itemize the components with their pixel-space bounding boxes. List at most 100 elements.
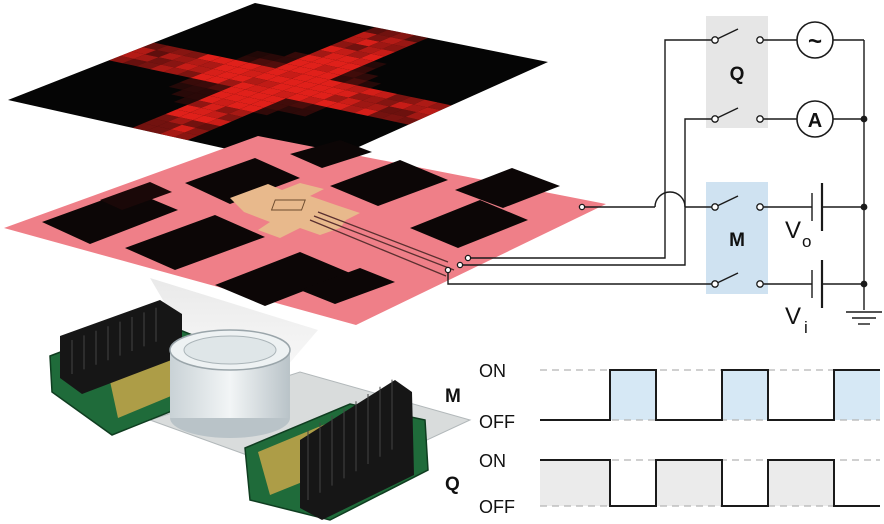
heatmap-pixel	[259, 53, 285, 61]
heatmap-pixel	[220, 86, 246, 95]
heatmap-pixel	[179, 112, 204, 121]
heatmap-pixel	[299, 96, 325, 105]
heatmap-pixel	[286, 93, 311, 102]
m-on-pulse	[610, 370, 656, 420]
heatmap-pixel	[413, 99, 438, 108]
heatmap-pixel	[294, 81, 319, 90]
heatmap-pixel	[172, 55, 197, 64]
heatmap-pixel	[198, 95, 224, 104]
heatmap-pixel	[210, 56, 236, 65]
heatmap-pixel	[196, 54, 222, 62]
fluid-well	[169, 329, 291, 438]
heatmap-pixel	[318, 79, 344, 88]
heatmap-pixel	[371, 49, 396, 57]
heatmap-pixel	[286, 59, 312, 67]
heatmap-pixel	[349, 58, 374, 66]
heatmap-pixel	[201, 68, 227, 77]
heatmap-pixel	[173, 132, 199, 141]
heatmap-pixel	[253, 72, 279, 81]
ac-source-symbol: ~	[808, 28, 822, 55]
heatmap-pixel	[329, 75, 355, 83]
q-switch-box	[706, 16, 768, 128]
heatmap-pixel	[228, 109, 254, 117]
heatmap-pixel	[373, 91, 398, 99]
heatmap-pixel	[332, 82, 357, 91]
heatmap-pixel	[364, 103, 390, 112]
heatmap-pixel	[212, 64, 238, 72]
heatmap-pixel	[253, 107, 278, 116]
heatmap-pixel	[344, 43, 369, 51]
heatmap-pixel	[326, 102, 352, 111]
electrode-pads	[42, 140, 560, 306]
heatmap-pixel	[143, 118, 169, 127]
heatmap-pixel	[389, 101, 414, 110]
heatmap-pixel	[381, 114, 406, 122]
q-on-pulse	[540, 460, 610, 506]
heatmap-pixel	[340, 105, 365, 113]
heatmap-pixel	[199, 61, 224, 69]
heatmap-pixel	[405, 112, 430, 120]
heatmap-pixel	[267, 75, 292, 84]
heatmap-pixel	[136, 61, 162, 70]
heatmap-pixel	[261, 95, 287, 103]
m-on-pulse	[834, 370, 880, 420]
vi-label: V	[785, 303, 801, 330]
heatmap-pixel	[359, 88, 384, 96]
heatmap-pixel	[324, 94, 349, 103]
heatmap-pixel	[215, 71, 241, 80]
heatmap-pixel	[225, 101, 251, 110]
heatmap-pixel	[160, 129, 185, 138]
heatmap-pixel	[217, 79, 243, 87]
heatmap-pixel	[360, 53, 385, 62]
heatmap-pixel	[340, 70, 366, 78]
heatmap-pixel	[248, 58, 274, 66]
switch-contacts	[444, 36, 764, 288]
q-signal-label: Q	[445, 474, 460, 495]
heatmap-pixel	[333, 48, 358, 56]
heatmap-pixel	[156, 45, 181, 53]
heatmap-pixel	[346, 50, 371, 59]
m-signal-label: M	[445, 386, 461, 407]
heatmap-pixel	[394, 116, 420, 125]
right-connector	[300, 380, 414, 520]
heatmap-pixel	[310, 91, 336, 100]
heatmap-pixel	[354, 108, 379, 116]
heatmap-pixel	[356, 80, 382, 89]
heatmap-pixel	[343, 77, 368, 86]
q-on-pulse	[656, 460, 722, 506]
heatmap-pixel	[390, 32, 415, 40]
heatmap-pixel	[247, 92, 273, 101]
heatmap-pixel	[190, 107, 215, 116]
heatmap-pixel	[403, 35, 429, 43]
heatmap-pixel	[269, 83, 295, 91]
q-pulse-fills	[540, 460, 834, 506]
heatmap-pixel	[351, 65, 376, 74]
heatmap-pixel	[273, 56, 298, 64]
heatmap-pixel	[176, 104, 202, 113]
q-on-pulse	[768, 460, 834, 506]
vi-subscript: i	[804, 318, 808, 337]
heatmap-pixel	[392, 109, 417, 117]
heatmap-pixel	[302, 69, 328, 77]
heatmap-pixel	[363, 27, 389, 35]
heatmap-pixel	[239, 104, 265, 113]
heatmap-pixel	[368, 41, 393, 50]
heatmap-pixel	[251, 65, 276, 73]
m-pulse-fills	[610, 370, 880, 420]
heatmap-pixel	[246, 50, 271, 59]
heatmap-pixel	[131, 47, 157, 55]
heatmap-pixel	[366, 34, 391, 42]
heatmap-pixel	[184, 92, 210, 101]
heatmap-pixel	[311, 57, 336, 65]
heatmap-pixel	[362, 95, 387, 104]
left-connector	[60, 300, 182, 394]
heatmap-pixel	[354, 73, 379, 81]
heatmap-pixel	[234, 89, 259, 98]
m-box-label: M	[729, 230, 745, 251]
heatmap-pixel	[275, 63, 301, 72]
heatmap-pixel	[184, 127, 210, 136]
heatmap-pixel	[145, 49, 170, 58]
m-waveform	[540, 369, 880, 421]
heatmap-pixel	[280, 78, 306, 87]
